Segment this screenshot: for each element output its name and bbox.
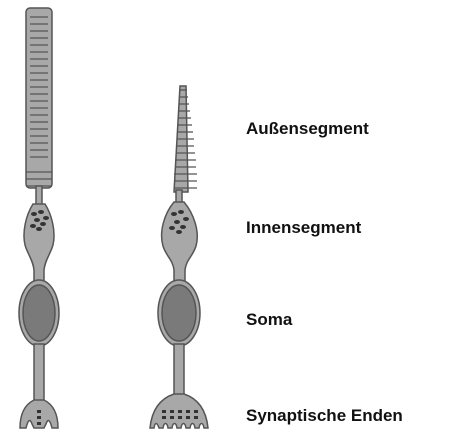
label-soma: Soma: [246, 311, 292, 328]
label-inner-segment: Innensegment: [246, 219, 361, 236]
rod-inner-segment: [24, 204, 54, 284]
label-synaptic-ending: Synaptische Enden: [246, 407, 403, 424]
rod-synaptic-vesicles: [37, 410, 41, 425]
label-outer-segment: Außensegment: [246, 120, 369, 137]
rod-nucleus: [23, 285, 55, 341]
cone-inner-segment: [162, 202, 198, 284]
rod-outer-segment: [26, 8, 52, 206]
rod-axon: [34, 344, 44, 402]
cone-outer-segment: [174, 86, 197, 204]
rod-discs: [30, 17, 48, 157]
cone-nucleus: [162, 285, 196, 341]
cone-axon: [174, 344, 184, 396]
rod-cell: [19, 8, 59, 428]
cone-cell: [150, 86, 208, 428]
